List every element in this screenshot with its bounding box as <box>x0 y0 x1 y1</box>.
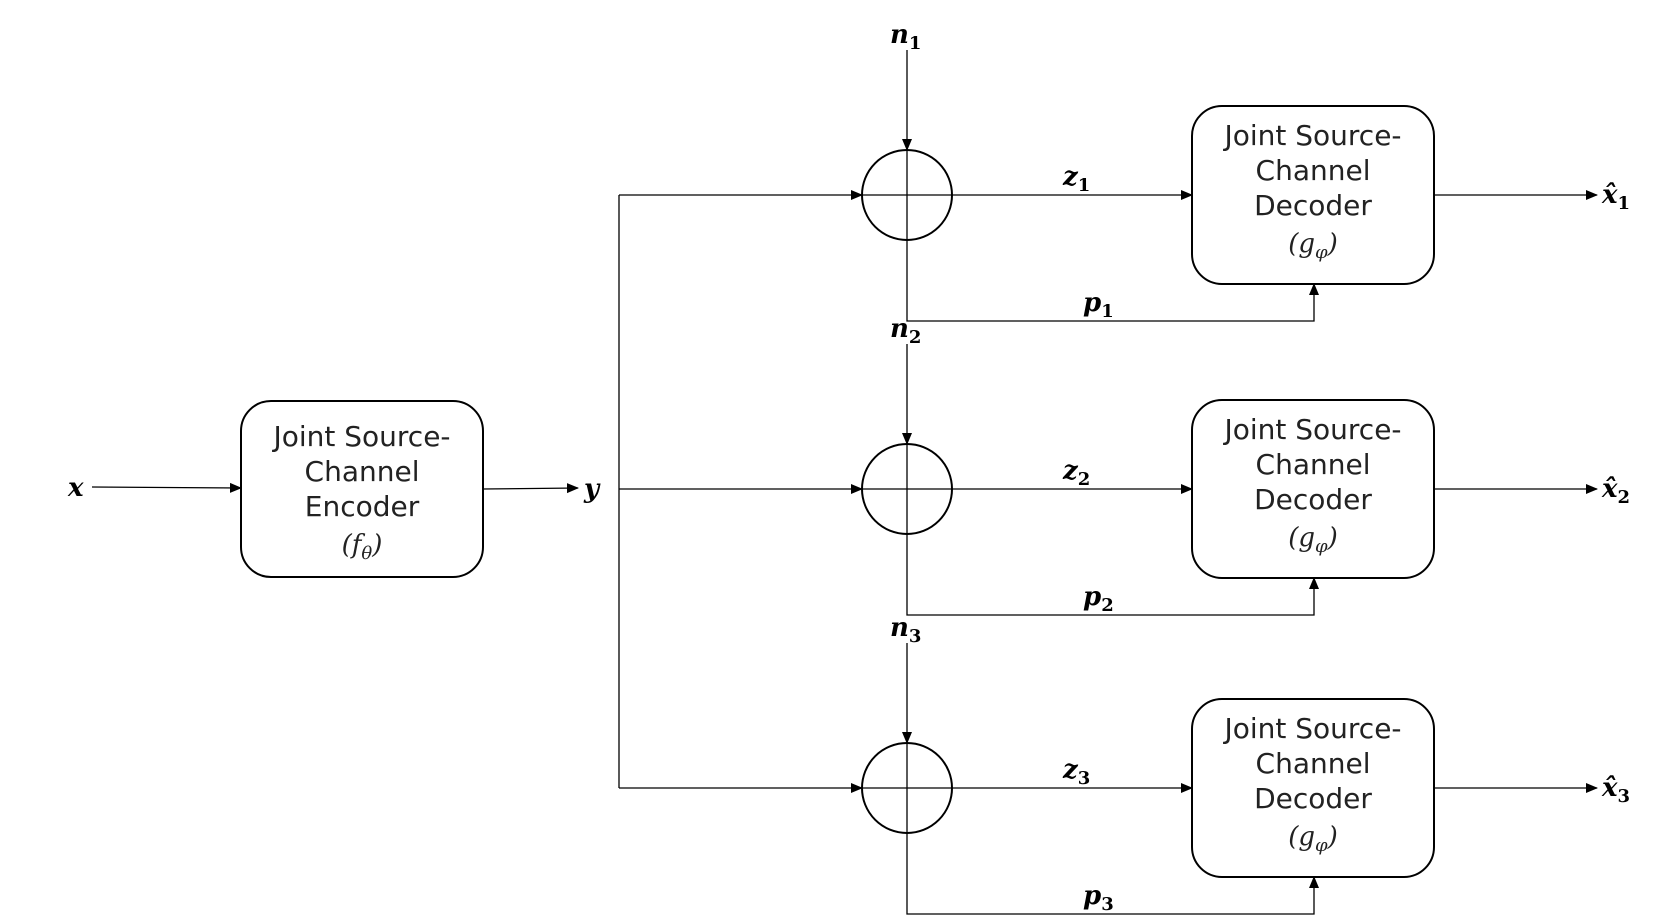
output-xhat-3-label: x̂3 <box>1601 773 1630 807</box>
noise-1-label: n1 <box>890 20 921 54</box>
decoder-2-label-line3: Decoder <box>1254 483 1372 516</box>
decoder-3-label-line3: Decoder <box>1254 782 1372 815</box>
decoder-1-label-line2: Channel <box>1256 154 1371 187</box>
z-1-label: z1 <box>1062 162 1090 196</box>
decoder-2-function-label: (gφ) <box>1288 523 1338 557</box>
encoder-label-line2: Channel <box>305 455 420 488</box>
decoder-1-label-line3: Decoder <box>1254 189 1372 222</box>
noise-3-label: n3 <box>890 613 921 647</box>
encoder-block: Joint Source- Channel Encoder (fθ) <box>240 400 484 578</box>
output-xhat-2-label: x̂2 <box>1601 474 1630 508</box>
p-1-label: p1 <box>1083 288 1114 322</box>
decoder-2-label-line1: Joint Source- <box>1222 413 1401 446</box>
p-1-feedback-arrow <box>906 240 1319 322</box>
encoder-label-line3: Encoder <box>305 490 420 523</box>
encoder-label-line1: Joint Source- <box>271 420 450 453</box>
z-2-label: z2 <box>1062 456 1090 490</box>
input-arrow <box>91 482 242 493</box>
z-3-label: z3 <box>1062 755 1090 789</box>
input-x-label: x <box>67 473 84 503</box>
p-2-feedback-arrow <box>906 534 1319 616</box>
decoder-3-label-line1: Joint Source- <box>1222 712 1401 745</box>
encoded-y-label: y <box>583 474 601 504</box>
p-3-label: p3 <box>1083 881 1114 915</box>
p-3-feedback-arrow <box>906 833 1319 915</box>
encoder-output-arrow <box>482 483 579 494</box>
decoder-1-label-line1: Joint Source- <box>1222 119 1401 152</box>
noise-2-label: n2 <box>890 314 921 348</box>
decoder-2-label-line2: Channel <box>1256 448 1371 481</box>
decoder-3-function-label: (gφ) <box>1288 822 1338 856</box>
output-xhat-1-label: x̂1 <box>1601 180 1630 214</box>
decoder-3-label-line2: Channel <box>1256 747 1371 780</box>
p-2-label: p2 <box>1083 582 1114 616</box>
decoder-1-function-label: (gφ) <box>1288 229 1338 263</box>
